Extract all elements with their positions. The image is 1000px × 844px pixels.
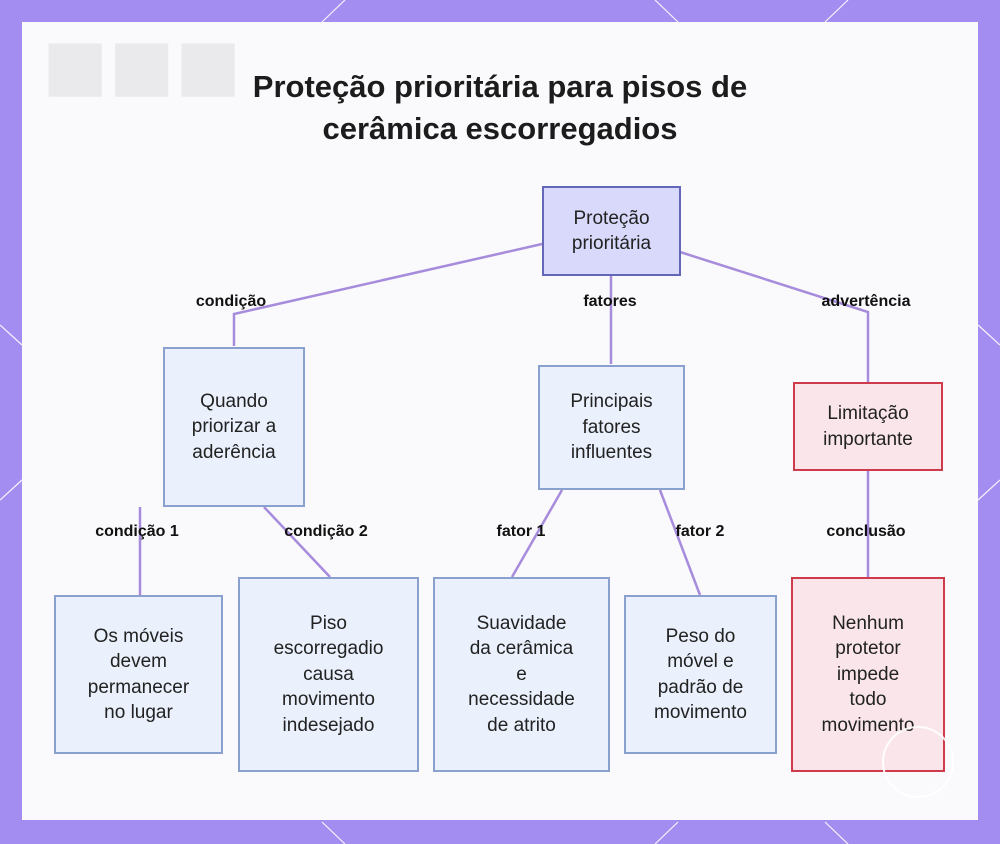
edge-when-c2 (264, 507, 330, 577)
node-condition-2: Piso escorregadio causa movimento indese… (238, 577, 419, 772)
edge-label-conclusao: conclusão (826, 523, 905, 541)
watermark-badge-icon (882, 726, 954, 798)
node-factor-1: Suavidade da cerâmica e necessidade de a… (433, 577, 610, 772)
edge-factors-f2 (660, 490, 700, 595)
node-when: Quando priorizar a aderência (163, 347, 305, 507)
node-factors: Principais fatores influentes (538, 365, 685, 490)
edge-label-condicao: condição (196, 293, 266, 311)
edge-root-limit (680, 252, 868, 382)
node-factor-2: Peso do móvel e padrão de movimento (624, 595, 777, 754)
edge-root-when (234, 244, 542, 346)
node-root: Proteção prioritária (542, 186, 681, 276)
edge-label-fator-2: fator 2 (676, 523, 725, 541)
node-limit: Limitação importante (793, 382, 943, 471)
edge-label-fatores: fatores (583, 293, 636, 311)
edge-label-condicao-2: condição 2 (284, 523, 368, 541)
edge-label-advertencia: advertência (822, 293, 911, 311)
edge-label-fator-1: fator 1 (497, 523, 546, 541)
node-condition-1: Os móveis devem permanecer no lugar (54, 595, 223, 754)
edge-label-condicao-1: condição 1 (95, 523, 179, 541)
